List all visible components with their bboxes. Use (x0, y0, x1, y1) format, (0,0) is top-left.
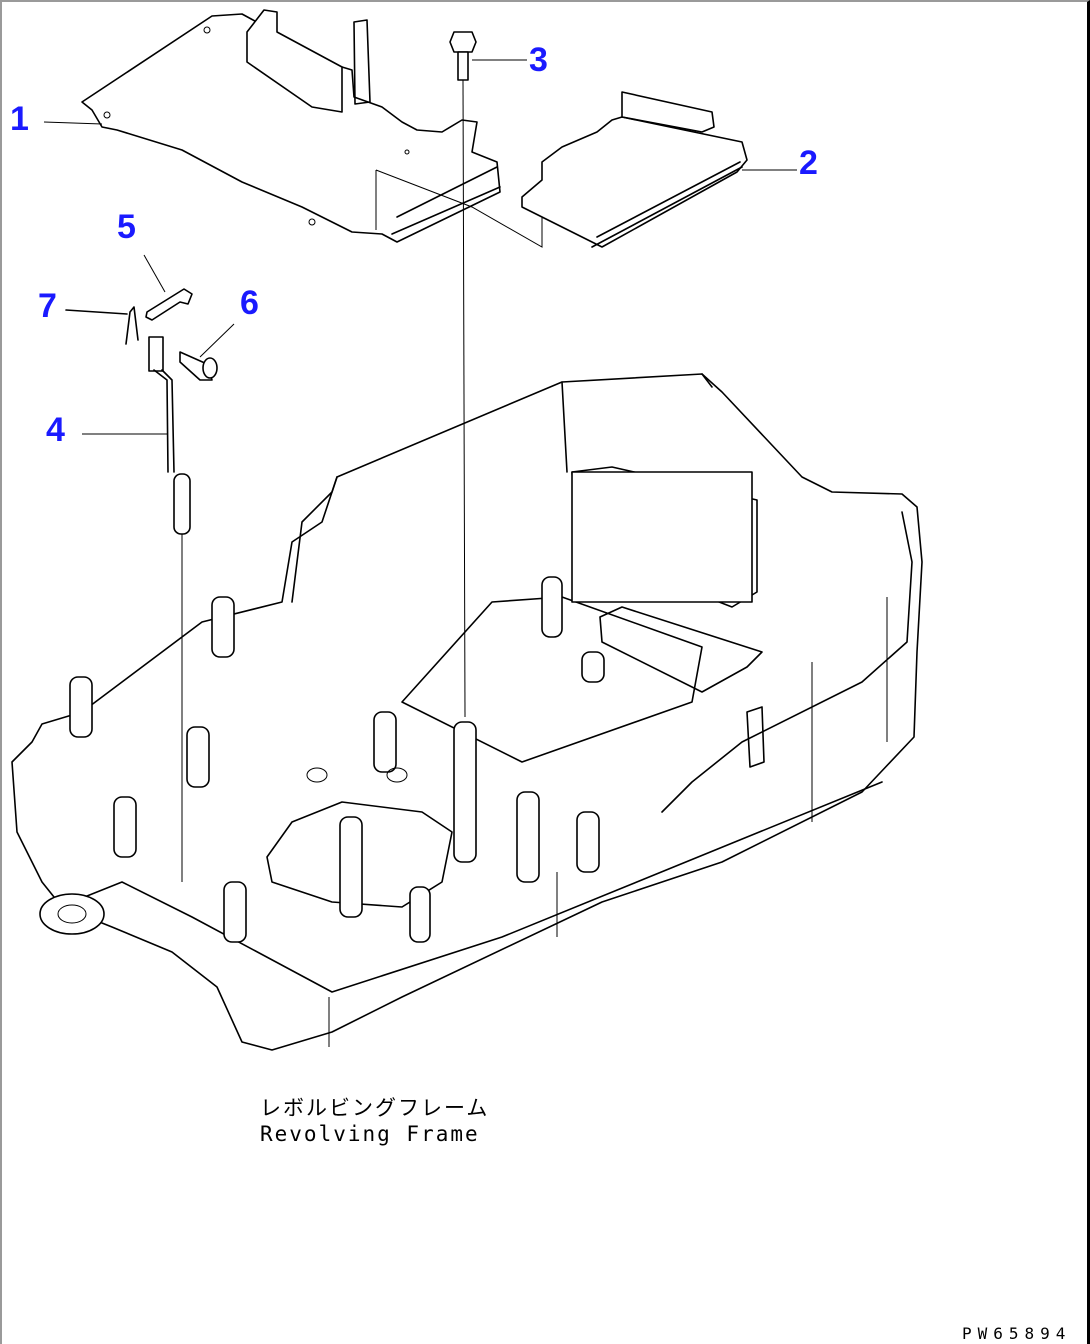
callout-6: 6 (240, 284, 259, 322)
revolving-frame (11, 373, 923, 1051)
caption-english: Revolving Frame (260, 1122, 480, 1146)
callout-1: 1 (10, 100, 29, 138)
part-2-cover (521, 91, 797, 248)
callout-5: 5 (117, 208, 136, 246)
callout-3: 3 (529, 41, 548, 79)
part-3-bolt (449, 31, 527, 718)
leader-1 (43, 121, 103, 125)
caption-japanese: レボルビングフレーム (260, 1096, 490, 1120)
part-7-cotter-pin (65, 306, 139, 345)
part-4-rod (82, 336, 191, 882)
callout-4: 4 (46, 411, 65, 449)
leader-7 (65, 309, 128, 315)
part-5-clip (143, 254, 193, 321)
drawing-code: PW65894 (962, 1324, 1072, 1343)
part-1-cover-plate (43, 9, 543, 248)
callout-2: 2 (799, 144, 818, 182)
callout-7: 7 (38, 287, 57, 325)
leader-5 (143, 254, 166, 293)
part-6-pin (179, 323, 235, 381)
